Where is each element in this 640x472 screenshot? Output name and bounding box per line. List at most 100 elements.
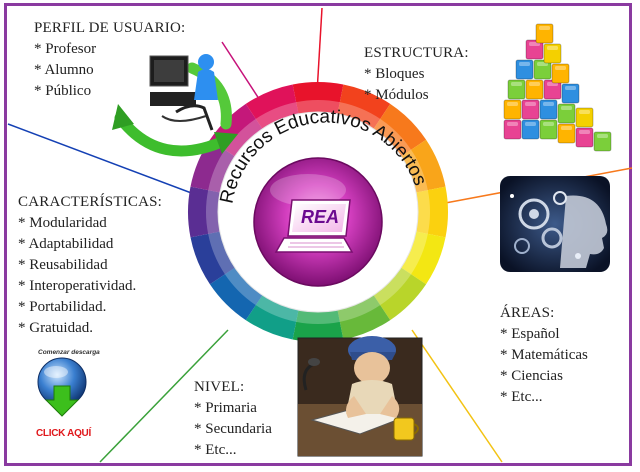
head-with-gears-icon <box>500 176 610 272</box>
block <box>561 83 580 104</box>
spoke-left <box>7 123 211 201</box>
perfil-item-profesor: Profesor <box>34 39 96 60</box>
block <box>539 99 558 120</box>
perfil-item-publico: Público <box>34 81 91 102</box>
caracteristicas-item-gratuidad: Gratuidad. <box>18 318 93 339</box>
block-highlight <box>519 62 530 66</box>
spoke-bottom-left <box>99 329 229 463</box>
download-caption: Comenzar descarga <box>38 349 100 356</box>
nivel-item-primaria: Primaria <box>194 398 257 419</box>
block <box>525 39 544 60</box>
block <box>557 123 576 144</box>
student-studying-icon <box>297 336 423 457</box>
wheel-segment-highlight <box>224 118 263 157</box>
wheel-segment-highlight <box>206 190 220 234</box>
areas-item-espanol: Español <box>500 324 559 345</box>
block-highlight <box>537 62 548 66</box>
nivel-item-etc: Etc... <box>194 440 236 461</box>
wheel-segment <box>372 266 427 321</box>
estructura-item-bloques: Bloques <box>364 64 424 85</box>
click-here-button[interactable]: CLICK AQUÍ <box>36 428 91 439</box>
block <box>539 119 558 140</box>
perfil-item-alumno: Alumno <box>34 60 93 81</box>
block-highlight <box>507 122 518 126</box>
block-highlight <box>565 86 576 90</box>
block-highlight <box>525 102 536 106</box>
caracteristicas-item-interoperatividad: Interoperatividad. <box>18 276 136 297</box>
wheel-segment-highlight <box>224 267 263 306</box>
block <box>543 43 562 64</box>
laptop-icon <box>274 199 354 253</box>
wheel-segment-highlight <box>208 149 235 193</box>
block-highlight <box>597 134 608 138</box>
block-highlight <box>555 66 566 70</box>
areas-item-matematicas: Matemáticas <box>500 345 588 366</box>
wheel-segment <box>292 82 344 116</box>
wheel-segment-highlight <box>401 231 428 275</box>
caracteristicas-item-portabilidad: Portabilidad. <box>18 297 106 318</box>
block-highlight <box>579 130 590 134</box>
caracteristicas-item-adaptabilidad: Adaptabilidad <box>18 234 113 255</box>
block <box>575 127 594 148</box>
caracteristicas-item-reusabilidad: Reusabilidad <box>18 255 107 276</box>
wheel-segment-highlight <box>416 190 430 234</box>
block <box>503 99 522 120</box>
block-highlight <box>547 46 558 50</box>
user-at-computer-icon <box>112 54 238 157</box>
block-highlight <box>561 106 572 110</box>
wheel-segment-highlight <box>337 295 381 322</box>
wheel-segment <box>414 186 448 238</box>
block <box>575 107 594 128</box>
caracteristicas-header: CARACTERÍSTICAS: <box>18 194 163 210</box>
block-highlight <box>539 26 550 30</box>
rea-label: REA <box>301 207 339 227</box>
block <box>551 63 570 84</box>
block <box>593 131 612 152</box>
block-highlight <box>507 102 518 106</box>
wheel-segment <box>188 186 222 238</box>
wheel-segment-highlight <box>401 149 428 193</box>
wheel-segment <box>292 308 344 342</box>
block-highlight <box>561 126 572 130</box>
download-globe-icon[interactable] <box>37 357 87 417</box>
block <box>525 79 544 100</box>
estructura-item-modulos: Módulos <box>364 85 428 106</box>
block <box>503 119 522 140</box>
wheel-segment-highlight <box>337 102 381 129</box>
block-highlight <box>579 110 590 114</box>
wheel-segment <box>209 266 264 321</box>
block-highlight <box>529 82 540 86</box>
estructura-header: ESTRUCTURA: <box>364 45 469 61</box>
wheel-segment-highlight <box>373 267 412 306</box>
wheel-segment-highlight <box>373 118 412 157</box>
block <box>557 103 576 124</box>
perfil-header: PERFIL DE USUARIO: <box>34 20 186 36</box>
block-highlight <box>511 82 522 86</box>
spoke-bottom-right <box>411 329 503 463</box>
block-highlight <box>529 42 540 46</box>
block-highlight <box>525 122 536 126</box>
areas-item-ciencias: Ciencias <box>500 366 563 387</box>
nivel-item-secundaria: Secundaria <box>194 419 272 440</box>
wheel-segment-highlight <box>255 102 299 129</box>
block <box>535 23 554 44</box>
areas-item-etc: Etc... <box>500 387 542 408</box>
nivel-header: NIVEL: <box>194 379 245 395</box>
building-blocks-icon <box>503 23 612 152</box>
wheel-segment <box>372 103 427 158</box>
block <box>507 79 526 100</box>
wheel-segment-highlight <box>296 100 340 114</box>
caracteristicas-item-modularidad: Modularidad <box>18 213 106 234</box>
rea-badge: REA <box>253 157 383 287</box>
block <box>521 119 540 140</box>
areas-header: ÁREAS: <box>500 305 555 321</box>
wheel-segment-highlight <box>296 310 340 325</box>
color-wheel <box>188 82 448 342</box>
block-highlight <box>543 122 554 126</box>
diagram-frame <box>4 3 632 466</box>
wheel-segment-highlight <box>208 231 235 275</box>
block <box>515 59 534 80</box>
wheel-segment-highlight <box>255 295 299 322</box>
